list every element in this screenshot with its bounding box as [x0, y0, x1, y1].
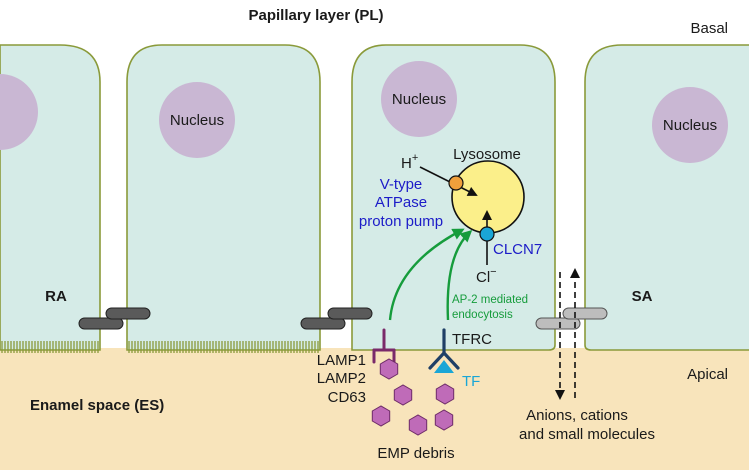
tfrc-label: TFRC [452, 331, 492, 348]
ap2-label-line2: endocytosis [452, 309, 513, 321]
vtype-label-line1: V-type [380, 176, 423, 193]
tight-junction-ra [78, 307, 151, 330]
lamp1-label: LAMP1 [317, 352, 366, 369]
nucleus-second-label: Nucleus [170, 112, 224, 129]
anions-label-line1: Anions, cations [526, 407, 628, 424]
nucleus-center-label: Nucleus [392, 91, 446, 108]
endocytosis-arrow-lamp [388, 228, 465, 321]
cell-right-partial [584, 44, 749, 351]
chloride-label: Cl− [476, 266, 497, 286]
apical-label: Apical [687, 366, 728, 383]
emp-debris-label: EMP debris [377, 445, 454, 462]
enamel-space-label: Enamel space (ES) [30, 397, 164, 414]
debris-hexagon [408, 414, 428, 436]
tight-junction-center [300, 307, 373, 330]
tf-label: TF [462, 373, 480, 390]
clcn7-label: CLCN7 [493, 241, 542, 258]
basal-label: Basal [690, 20, 728, 37]
transferrin-icon [434, 360, 454, 373]
debris-hexagon [379, 358, 399, 380]
lamp-receptor-icon [372, 328, 396, 364]
vtype-label-line3: proton pump [359, 213, 443, 230]
tight-junction-sa [535, 307, 608, 330]
sa-label: SA [632, 288, 653, 305]
ruffled-border [1, 341, 319, 353]
nucleus-center [381, 61, 457, 137]
lysosome [451, 160, 525, 234]
debris-hexagon [434, 409, 454, 431]
debris-hexagon [435, 383, 455, 405]
h-plus-label: H+ [401, 152, 418, 172]
proton-pump-icon [448, 175, 464, 191]
endocytosis-arrow-tfrc [446, 229, 473, 321]
proton-arrow [419, 166, 478, 196]
cd63-label: CD63 [328, 389, 366, 406]
nucleus-second [159, 82, 235, 158]
tfrc-receptor-icon [428, 328, 460, 370]
anions-label-line2: and small molecules [519, 426, 655, 443]
ap2-label-line1: AP-2 mediated [452, 294, 528, 306]
enamel-space-region [0, 348, 749, 470]
cell-second [126, 44, 321, 351]
ra-label: RA [45, 288, 67, 305]
vtype-label-line2: ATPase [375, 194, 427, 211]
clcn7-channel-icon [479, 226, 495, 242]
lysosome-label: Lysosome [453, 146, 521, 163]
lamp2-label: LAMP2 [317, 370, 366, 387]
papillary-layer-label: Papillary layer (PL) [248, 7, 383, 24]
debris-hexagon [393, 384, 413, 406]
debris-hexagon [371, 405, 391, 427]
nucleus-right-label: Nucleus [663, 117, 717, 134]
emp-debris [371, 358, 455, 436]
nucleus-right [652, 87, 728, 163]
nucleus-left [0, 74, 38, 150]
